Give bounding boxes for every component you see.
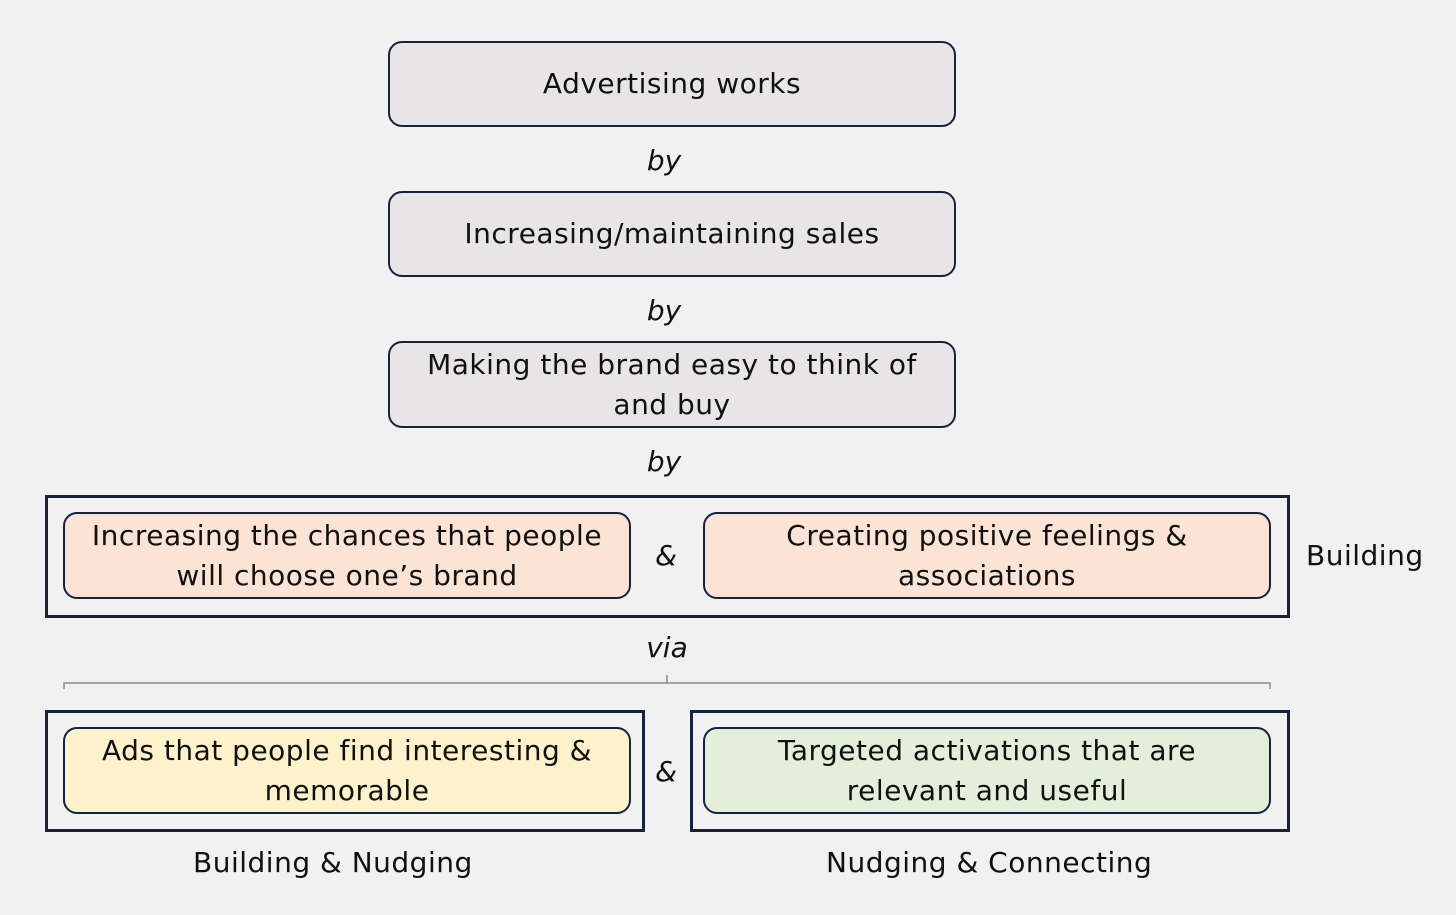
choose-brand-box: Increasing the chances that people will … xyxy=(63,512,631,599)
ampersand-building: & xyxy=(655,539,677,572)
interesting-ads-line-1: Ads that people find interesting & xyxy=(101,733,592,767)
choose-brand-line-1: Increasing the chances that people xyxy=(91,518,603,552)
interesting-ads-line-2: memorable xyxy=(264,773,430,807)
targeted-activations-line-2: relevant and useful xyxy=(846,773,1128,807)
nudging-connecting-caption: Nudging & Connecting xyxy=(826,846,1153,879)
targeted-activations-box: Targeted activations that are relevant a… xyxy=(703,727,1271,814)
advertising-works-text: Advertising works xyxy=(542,67,802,100)
connector-by-2: by xyxy=(646,294,682,327)
increasing-sales-text: Increasing/maintaining sales xyxy=(464,217,880,250)
ampersand-bottom: & xyxy=(655,755,677,788)
choose-brand-line-2: will choose one’s brand xyxy=(176,558,518,592)
building-side-label: Building xyxy=(1306,539,1424,572)
building-nudging-frame xyxy=(45,710,645,832)
brand-easy-line-2: and buy xyxy=(613,387,731,421)
positive-feelings-line-2: associations xyxy=(897,558,1077,592)
advertising-works-box: Advertising works xyxy=(388,41,956,127)
connector-by-1: by xyxy=(646,144,682,177)
nudging-connecting-frame xyxy=(690,710,1290,832)
interesting-ads-box: Ads that people find interesting & memor… xyxy=(63,727,631,814)
increasing-sales-box: Increasing/maintaining sales xyxy=(388,191,956,277)
building-nudging-caption: Building & Nudging xyxy=(193,846,473,879)
connector-via: via xyxy=(646,631,688,664)
positive-feelings-box: Creating positive feelings & association… xyxy=(703,512,1271,599)
positive-feelings-line-1: Creating positive feelings & xyxy=(786,518,1188,552)
targeted-activations-line-1: Targeted activations that are xyxy=(777,733,1197,767)
brand-easy-box: Making the brand easy to think of and bu… xyxy=(388,341,956,428)
building-frame xyxy=(45,495,1290,618)
connector-by-3: by xyxy=(646,445,682,478)
brand-easy-line-1: Making the brand easy to think of xyxy=(427,347,917,381)
